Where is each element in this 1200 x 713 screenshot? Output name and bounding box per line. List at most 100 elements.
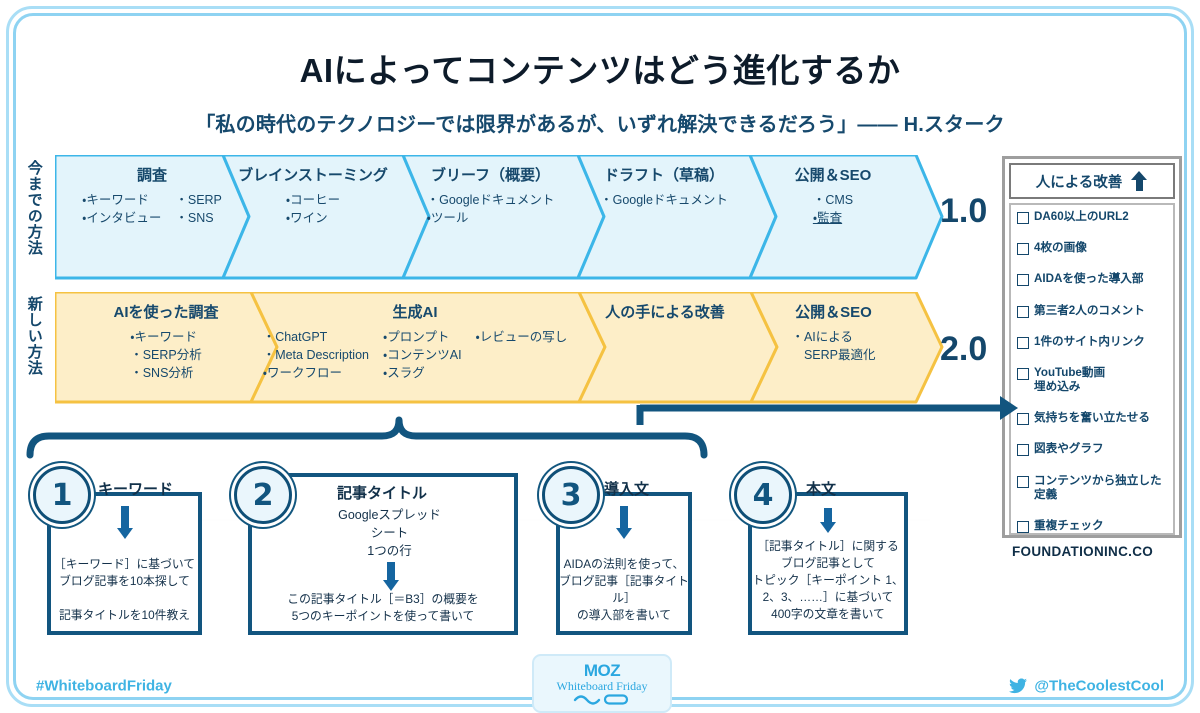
flow-new-labels: AIを使った調査・キーワード・SERP分析・SNS分析生成AI・ChatGPT・… xyxy=(55,292,940,404)
flow-step-bullet: ・Googleドキュメント xyxy=(426,193,555,207)
flow-step-title: AIを使った調査 xyxy=(113,304,219,321)
flow-step-bullet: ・SNS xyxy=(175,210,214,225)
checklist-header: 人による改善 xyxy=(1009,163,1175,199)
flow-step: ブリーフ（概要）・Googleドキュメント・ツール xyxy=(403,155,578,280)
flow-step-body: ・CMS・監査 xyxy=(813,192,853,228)
card-text: AIDAの法則を使って、ブログ記事［記事タイトル］の導入部を書いて xyxy=(559,557,689,623)
flow-new-shapes xyxy=(55,292,944,404)
checklist-item[interactable]: 第三者2人のコメント xyxy=(1017,304,1168,318)
flow-step-shape xyxy=(749,292,944,404)
side-label-new: 新しい方法 xyxy=(25,296,43,376)
moz-logo-mark: MOZ xyxy=(583,661,621,680)
checklist-item[interactable]: 1件のサイト内リンク xyxy=(1017,335,1168,349)
side-label-old: 今までの方法 xyxy=(25,160,43,256)
checklist-item[interactable]: 気持ちを奮い立たせる xyxy=(1017,411,1168,426)
checklist-item-label: DA60以上のURL2 xyxy=(1034,210,1129,223)
flow-step-title: 人の手による改善 xyxy=(605,304,725,321)
flow-step-bullet: ・ツール xyxy=(426,210,469,225)
flow-step-bullet: ・SERP xyxy=(175,193,222,207)
arrow-head xyxy=(616,528,632,539)
checkbox-icon[interactable] xyxy=(1017,413,1029,426)
checklist-item[interactable]: YouTube動画埋め込み xyxy=(1017,366,1168,394)
checklist-item-label: 気持ちを奮い立たせる xyxy=(1034,411,1150,425)
checklist-item[interactable]: 4枚の画像 xyxy=(1017,241,1168,256)
page-title: AIによってコンテンツはどう進化するか xyxy=(299,52,901,89)
twitter-bird-icon xyxy=(1009,678,1028,694)
down-arrow-icon xyxy=(820,508,836,533)
flow-step-bullet: ・レビューの写し xyxy=(475,330,568,344)
flow-step-bullet: ・プロンプト xyxy=(382,330,450,344)
checkbox-icon[interactable] xyxy=(1017,475,1029,488)
flow-step-bullet: ・コーヒー xyxy=(285,193,341,207)
checklist-item[interactable]: コンテンツから独立した定義 xyxy=(1017,474,1168,502)
flow-step-bullet: ・キーワード xyxy=(130,330,197,344)
checklist-item[interactable]: 図表やグラフ xyxy=(1017,442,1168,457)
checklist-item[interactable]: AIDAを使った導入部 xyxy=(1017,272,1168,287)
flow-step-title: 公開＆SEO xyxy=(795,304,872,321)
arrow-head xyxy=(383,580,399,591)
checkbox-icon[interactable] xyxy=(1017,367,1029,380)
card-number-badge: 2 xyxy=(234,466,292,524)
card-title: 記事タイトル xyxy=(337,485,428,502)
checklist-item-label: 重複チェック xyxy=(1034,518,1104,532)
flow-step-bullet: ・ワイン xyxy=(285,210,328,225)
checklist-item-label: 第三者2人のコメント xyxy=(1034,303,1145,317)
flow-step-body: ・ChatGPT・Meta Description・ワークフロー・プロンプト・コ… xyxy=(263,329,568,382)
flow-step: 公開＆SEO ・CMS・監査 xyxy=(750,155,916,280)
checkbox-icon[interactable] xyxy=(1017,336,1029,349)
checkbox-icon[interactable] xyxy=(1017,520,1029,533)
arrow-shaft xyxy=(387,562,395,580)
checkbox-icon[interactable] xyxy=(1017,274,1029,287)
flow-step: 生成AI・ChatGPT・Meta Description・ワークフロー・プロン… xyxy=(251,292,579,404)
version-label-old: 1.0 xyxy=(940,192,988,230)
checklist-item-label: 4枚の画像 xyxy=(1034,241,1087,255)
card-number-badge: 3 xyxy=(542,466,600,524)
flow-step-bullet: ・Googleドキュメント xyxy=(600,193,728,207)
flow-step-title: ドラフト（草稿） xyxy=(603,167,724,184)
checklist-items: DA60以上のURL2 4枚の画像 AIDAを使った導入部第三者2人のコメント 1件の… xyxy=(1009,203,1175,535)
checkbox-icon[interactable] xyxy=(1017,243,1029,256)
flow-step: 人の手による改善 xyxy=(579,292,751,404)
moz-squiggle-icon xyxy=(573,694,629,705)
card-title: キーワード xyxy=(98,481,174,498)
card-text: ［記事タイトル］に関するブログ記事としてトピック［キーポイント 1、2、3、……… xyxy=(752,539,904,622)
card-number-badge: 1 xyxy=(33,466,91,524)
flow-step-bullet: ・コンテンツAI xyxy=(382,347,462,362)
card-title: 導入文 xyxy=(604,481,650,498)
flow-step: ドラフト（草稿） ・Googleドキュメント xyxy=(578,155,750,280)
brand-url: FOUNDATIONINC.CO xyxy=(1012,544,1154,559)
flow-step-bullet: SERP最適化 xyxy=(791,347,876,362)
flow-step-bullet: ・SERP分析 xyxy=(130,347,202,362)
flow-step-bullet: ・Meta Description xyxy=(262,347,369,362)
card-title: 本文 xyxy=(806,481,837,498)
arrow-shaft xyxy=(620,506,628,528)
flow-step-body: ・キーワード・SERP分析・SNS分析 xyxy=(130,329,202,382)
down-arrow-icon xyxy=(117,506,133,539)
page-subtitle: 「私の時代のテクノロジーでは限界があるが、いずれ解決できるだろう」—— H.スタ… xyxy=(195,114,1005,136)
checklist-item[interactable]: 重複チェック xyxy=(1017,519,1168,533)
footer-handle-group: @TheCoolestCool xyxy=(1009,678,1164,695)
flow-step-bullet: ・SNS分析 xyxy=(130,365,194,380)
flow-step-bullet: ・キーワード xyxy=(82,193,149,207)
flow-step-title: 公開＆SEO xyxy=(794,167,872,184)
flow-step-bullet: ・スラグ xyxy=(382,365,425,380)
flow-step-shape xyxy=(748,155,944,280)
checklist-item-label: 1件のサイト内リンク xyxy=(1034,334,1145,348)
checklist-item-label: 図表やグラフ xyxy=(1034,442,1104,456)
checkbox-icon[interactable] xyxy=(1017,305,1029,318)
flow-old-shapes xyxy=(55,155,944,280)
checkbox-icon[interactable] xyxy=(1017,444,1029,457)
flow-step: ブレインストーミング・コーヒー・ワイン xyxy=(223,155,403,280)
flow-step-body: ・コーヒー・ワイン xyxy=(286,192,340,228)
flow-step-title: ブレインストーミング xyxy=(238,167,388,184)
moz-whiteboard-friday-logo: MOZ Whiteboard Friday xyxy=(532,654,672,713)
flow-step-title: 調査 xyxy=(136,167,167,184)
flow-step-bullet: ・監査 xyxy=(812,210,843,225)
checklist-item[interactable]: DA60以上のURL2 xyxy=(1017,210,1168,224)
footer-hashtag: #WhiteboardFriday xyxy=(36,677,172,695)
checklist-header-label: 人による改善 xyxy=(1035,174,1123,191)
checkbox-icon[interactable] xyxy=(1017,212,1029,224)
